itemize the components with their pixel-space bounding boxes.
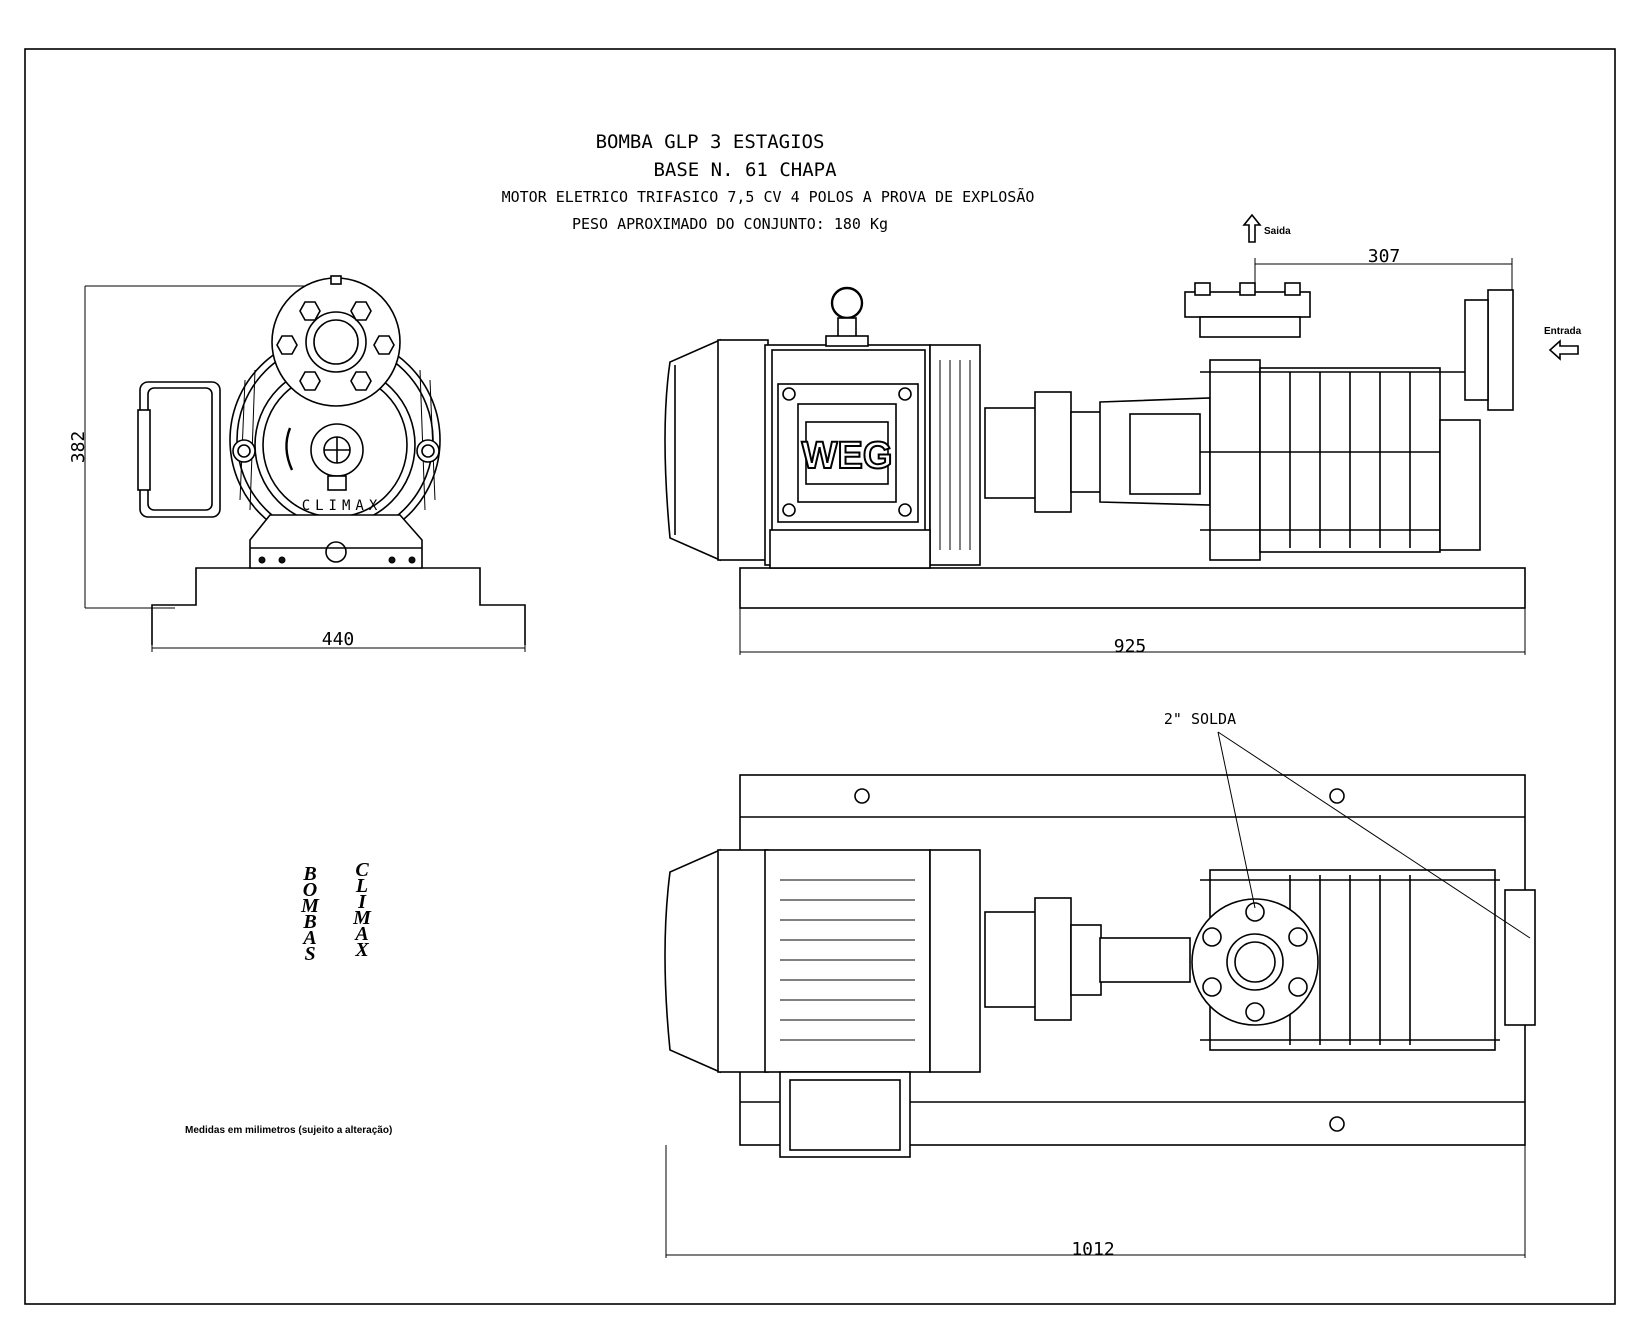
front-width-dim: 440 [322, 629, 355, 650]
brand-mark: B O M B A S C L I M A X [300, 859, 372, 965]
side-length-dim: 925 [1114, 636, 1147, 657]
brand-letter-a1: A [301, 927, 316, 949]
brand-letter-b1: B [302, 863, 316, 885]
weld-label: 2" SOLDA [1164, 710, 1236, 728]
brand-letter-i: I [357, 891, 367, 913]
brand-letter-l: L [355, 875, 368, 897]
brand-letter-b2: B [302, 911, 316, 933]
side-view: 925 WEG [664, 213, 1582, 657]
units-note: Medidas em milimetros (sujeito a alteraç… [185, 1125, 392, 1136]
top-view: 1012 [664, 710, 1536, 1260]
title-line-1: BOMBA GLP 3 ESTAGIOS [596, 131, 825, 153]
flange-dim: 307 [1368, 246, 1401, 267]
brand-letter-c: C [355, 859, 369, 881]
title-line-4: PESO APROXIMADO DO CONJUNTO: 180 Kg [572, 215, 888, 233]
title-block: BOMBA GLP 3 ESTAGIOS BASE N. 61 CHAPA MO… [502, 131, 1035, 233]
brand-letter-m1: M [300, 895, 320, 917]
brand-letter-x: X [354, 939, 369, 961]
side-base [739, 567, 1526, 609]
front-view: 382 440 [68, 275, 526, 652]
brand-letter-s: S [304, 943, 315, 965]
front-height-dim: 382 [68, 431, 89, 464]
brand-letter-m2: M [352, 907, 372, 929]
title-line-3: MOTOR ELETRICO TRIFASICO 7,5 CV 4 POLOS … [502, 187, 1035, 206]
top-length-dim: 1012 [1071, 1239, 1114, 1260]
motor-logo: WEG [802, 435, 893, 477]
front-pump-logo: CLIMAX [302, 498, 383, 514]
inlet-label: Entrada [1544, 326, 1582, 337]
brand-letter-o: O [303, 879, 317, 901]
outlet-label: Saida [1264, 226, 1291, 237]
title-line-2: BASE N. 61 CHAPA [653, 159, 837, 181]
brand-letter-a2: A [353, 923, 368, 945]
sheet-border [24, 48, 1616, 1305]
